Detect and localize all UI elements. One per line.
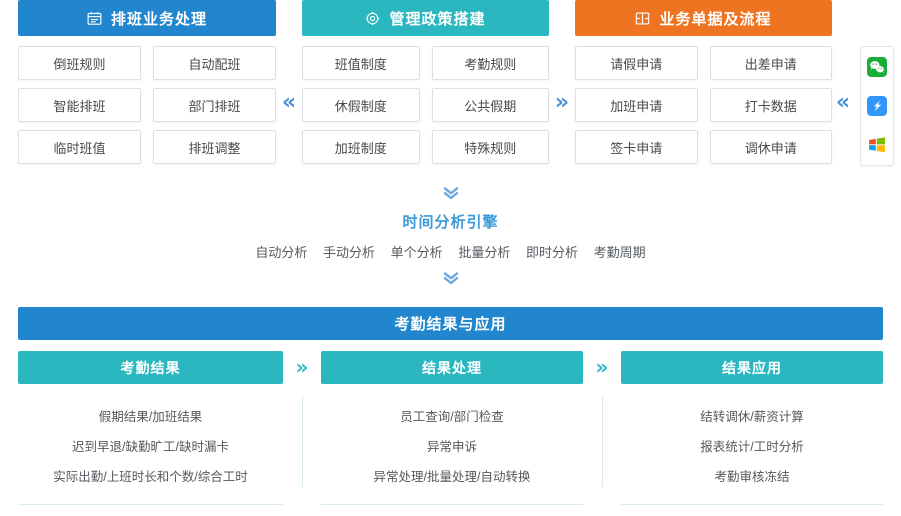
tile-zhineng-paiban[interactable]: 智能排班 xyxy=(18,88,141,122)
panel-policy-tiles: 班值制度 考勤规则 休假制度 公共假期 加班制度 特殊规则 xyxy=(302,46,549,164)
tile-daoban-guize[interactable]: 倒班规则 xyxy=(18,46,141,80)
result-line: 迟到早退/缺勤旷工/缺时漏卡 xyxy=(72,440,229,454)
tile-kaoqin-guize[interactable]: 考勤规则 xyxy=(431,46,549,80)
panel-scheduling: 排班业务处理 倒班规则 自动配班 智能排班 部门排班 临时班值 排班调整 xyxy=(18,0,276,164)
chevron-down-icon-top xyxy=(0,186,901,204)
engine-item-4: 即时分析 xyxy=(525,245,578,260)
column-result-processing: 结果处理 员工查询/部门检查 异常申诉 异常处理/批量处理/自动转换 xyxy=(302,351,583,505)
tile-paiban-tiaozheng[interactable]: 排班调整 xyxy=(153,130,276,164)
result-line: 异常申诉 xyxy=(426,440,477,454)
result-line: 实际出勤/上班时长和个数/综合工时 xyxy=(53,470,248,484)
tile-xiujia-zhidu[interactable]: 休假制度 xyxy=(302,88,420,122)
column-result-application-title: 结果应用 xyxy=(621,351,883,384)
tile-daka-shuju[interactable]: 打卡数据 xyxy=(709,88,832,122)
results-columns-row: 考勤结果 假期结果/加班结果 迟到早退/缺勤旷工/缺时漏卡 实际出勤/上班时长和… xyxy=(18,351,883,511)
chevron-down-icon-bottom xyxy=(0,271,901,289)
tile-qingjia-shenqing[interactable]: 请假申请 xyxy=(575,46,698,80)
panel-documents: 业务单据及流程 请假申请 出差申请 加班申请 打卡数据 签卡申请 调休申请 xyxy=(575,0,832,164)
integration-app-strip xyxy=(860,46,894,166)
connector-arrow-right-bottom-1: » xyxy=(295,355,309,379)
panel-policy-header: 管理政策搭建 xyxy=(302,0,549,36)
settings-gear-icon xyxy=(365,11,380,26)
column-result-application-body: 结转调休/薪资计算 报表统计/工时分析 考勤审核冻结 xyxy=(621,402,883,505)
result-line: 结转调休/薪资计算 xyxy=(700,410,804,424)
column-divider-right xyxy=(602,396,603,487)
tile-banzhi-zhidu[interactable]: 班值制度 xyxy=(302,46,420,80)
tile-linshi-banzhi[interactable]: 临时班值 xyxy=(18,130,141,164)
connector-arrow-left-2: « xyxy=(835,90,851,115)
connector-arrow-right-bottom-2: » xyxy=(595,355,609,379)
engine-item-2: 单个分析 xyxy=(390,245,443,260)
panel-scheduling-title: 排班业务处理 xyxy=(110,10,207,28)
result-line: 假期结果/加班结果 xyxy=(98,410,203,424)
engine-item-3: 批量分析 xyxy=(458,245,511,260)
column-attendance-results-body: 假期结果/加班结果 迟到早退/缺勤旷工/缺时漏卡 实际出勤/上班时长和个数/综合… xyxy=(18,402,283,505)
panel-documents-header: 业务单据及流程 xyxy=(575,0,832,36)
tile-qianka-shenqing[interactable]: 签卡申请 xyxy=(575,130,698,164)
column-result-application: 结果应用 结转调休/薪资计算 报表统计/工时分析 考勤审核冻结 xyxy=(602,351,883,505)
panel-documents-tiles: 请假申请 出差申请 加班申请 打卡数据 签卡申请 调休申请 xyxy=(575,46,832,164)
connector-arrow-right-1: » xyxy=(554,90,570,115)
panel-policy-title: 管理政策搭建 xyxy=(389,10,486,28)
document-flow-icon xyxy=(635,11,650,26)
tile-zidong-peiban[interactable]: 自动配班 xyxy=(153,46,276,80)
tile-gonggong-jiaqi[interactable]: 公共假期 xyxy=(431,88,549,122)
column-attendance-results: 考勤结果 假期结果/加班结果 迟到早退/缺勤旷工/缺时漏卡 实际出勤/上班时长和… xyxy=(18,351,283,505)
engine-title: 时间分析引擎 xyxy=(402,214,499,231)
results-banner: 考勤结果与应用 xyxy=(18,307,883,340)
engine-items: 自动分析 手动分析 单个分析 批量分析 即时分析 考勤周期 xyxy=(0,242,901,261)
windows-icon[interactable] xyxy=(867,135,887,155)
result-line: 报表统计/工时分析 xyxy=(700,440,804,454)
wechat-icon[interactable] xyxy=(867,56,887,77)
top-modules-row: 排班业务处理 倒班规则 自动配班 智能排班 部门排班 临时班值 排班调整 « xyxy=(0,0,901,185)
connector-arrow-left-1: « xyxy=(281,90,297,115)
result-line: 异常处理/批量处理/自动转换 xyxy=(373,470,531,484)
tile-tiaoxiu-shenqing[interactable]: 调休申请 xyxy=(709,130,832,164)
panel-policy: 管理政策搭建 班值制度 考勤规则 休假制度 公共假期 加班制度 特殊规则 xyxy=(302,0,549,164)
tile-jiaban-shenqing[interactable]: 加班申请 xyxy=(575,88,698,122)
dingtalk-icon[interactable] xyxy=(867,95,887,116)
column-result-processing-body: 员工查询/部门检查 异常申诉 异常处理/批量处理/自动转换 xyxy=(321,402,583,505)
column-attendance-results-title: 考勤结果 xyxy=(18,351,283,384)
result-line: 考勤审核冻结 xyxy=(714,470,790,484)
tile-teshu-guize[interactable]: 特殊规则 xyxy=(431,130,549,164)
panel-documents-title: 业务单据及流程 xyxy=(659,10,772,28)
tile-chuchai-shenqing[interactable]: 出差申请 xyxy=(709,46,832,80)
engine-item-0: 自动分析 xyxy=(255,245,308,260)
calendar-icon xyxy=(87,11,102,26)
column-result-processing-title: 结果处理 xyxy=(321,351,583,384)
time-analysis-engine: 时间分析引擎 自动分析 手动分析 单个分析 批量分析 即时分析 考勤周期 xyxy=(0,186,901,289)
panel-scheduling-tiles: 倒班规则 自动配班 智能排班 部门排班 临时班值 排班调整 xyxy=(18,46,276,164)
panel-scheduling-header: 排班业务处理 xyxy=(18,0,276,36)
column-divider-left xyxy=(302,396,303,487)
tile-jiaban-zhidu[interactable]: 加班制度 xyxy=(302,130,420,164)
engine-item-1: 手动分析 xyxy=(323,245,376,260)
tile-bumen-paiban[interactable]: 部门排班 xyxy=(153,88,276,122)
result-line: 员工查询/部门检查 xyxy=(400,410,504,424)
engine-item-5: 考勤周期 xyxy=(593,245,646,260)
